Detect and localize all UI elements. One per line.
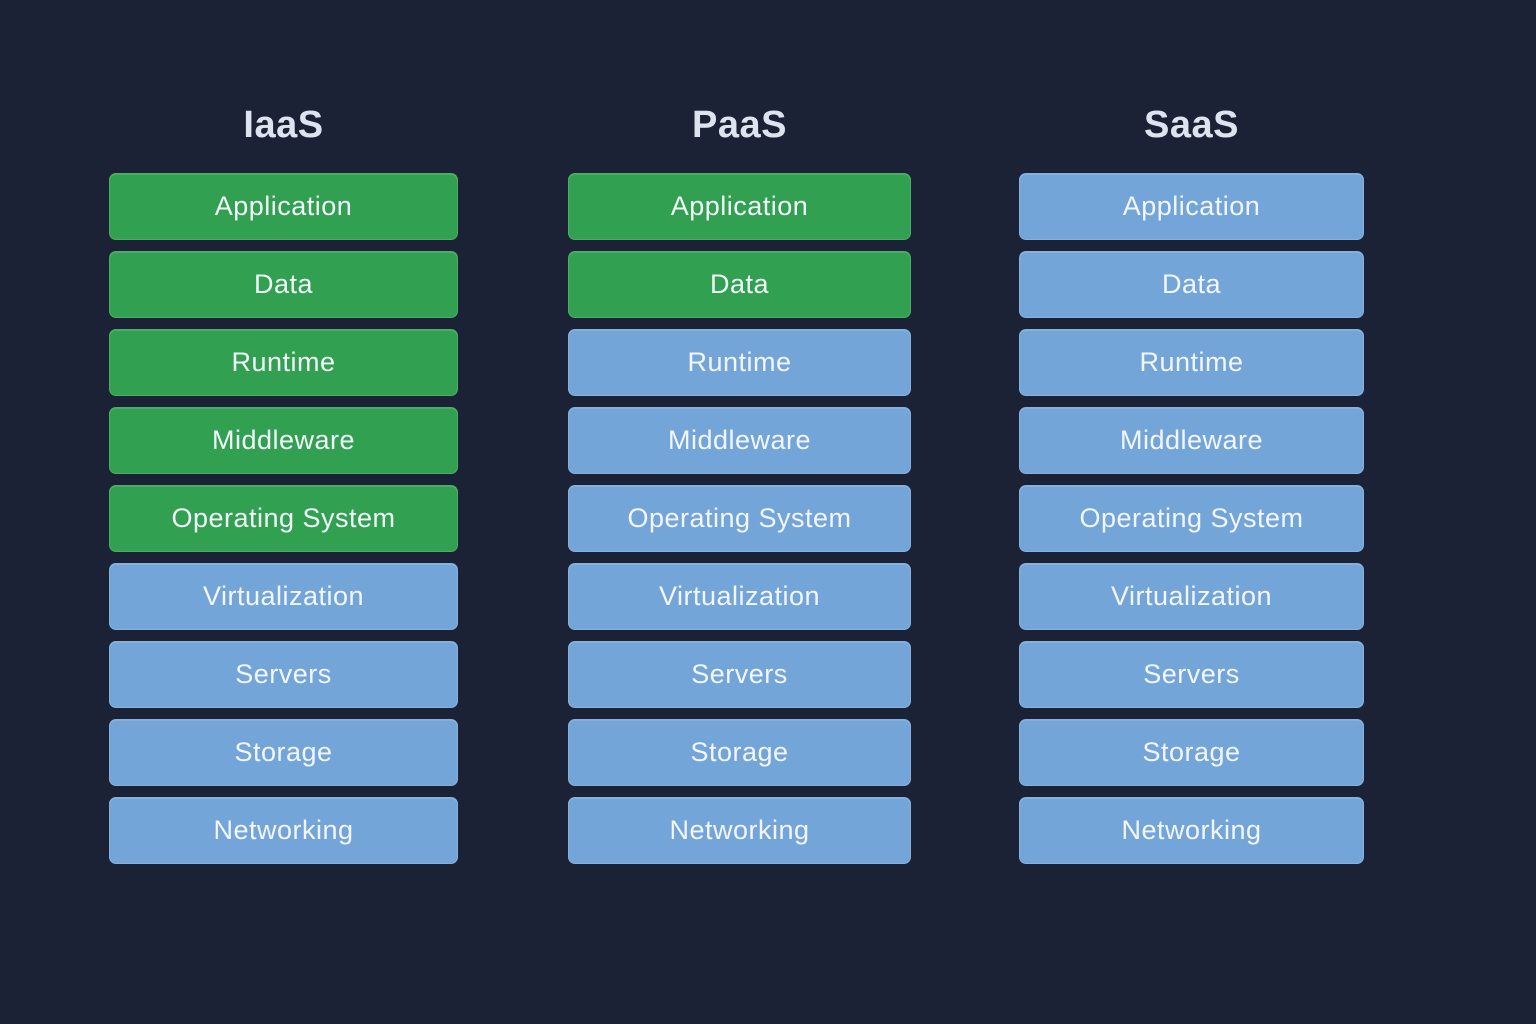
layer-virtualization: Virtualization bbox=[568, 563, 911, 630]
layer-storage: Storage bbox=[568, 719, 911, 786]
layer-virtualization: Virtualization bbox=[109, 563, 458, 630]
layer-virtualization: Virtualization bbox=[1019, 563, 1364, 630]
layer-networking: Networking bbox=[109, 797, 458, 864]
layer-servers: Servers bbox=[1019, 641, 1364, 708]
layer-middleware: Middleware bbox=[109, 407, 458, 474]
layer-storage: Storage bbox=[109, 719, 458, 786]
column-title-saas: SaaS bbox=[1144, 104, 1239, 146]
layer-networking: Networking bbox=[1019, 797, 1364, 864]
layer-operating-system: Operating System bbox=[109, 485, 458, 552]
column-title-paas: PaaS bbox=[692, 104, 787, 146]
layer-data: Data bbox=[568, 251, 911, 318]
column-title-iaas: IaaS bbox=[243, 104, 324, 146]
layer-networking: Networking bbox=[568, 797, 911, 864]
layer-operating-system: Operating System bbox=[1019, 485, 1364, 552]
layer-middleware: Middleware bbox=[1019, 407, 1364, 474]
layer-servers: Servers bbox=[568, 641, 911, 708]
layer-runtime: Runtime bbox=[568, 329, 911, 396]
layer-servers: Servers bbox=[109, 641, 458, 708]
layer-storage: Storage bbox=[1019, 719, 1364, 786]
column-saas: SaaS Application Data Runtime Middleware… bbox=[1019, 98, 1364, 875]
layer-data: Data bbox=[109, 251, 458, 318]
layer-data: Data bbox=[1019, 251, 1364, 318]
column-iaas: IaaS Application Data Runtime Middleware… bbox=[109, 98, 458, 875]
layer-runtime: Runtime bbox=[109, 329, 458, 396]
layer-application: Application bbox=[1019, 173, 1364, 240]
layer-application: Application bbox=[109, 173, 458, 240]
layer-operating-system: Operating System bbox=[568, 485, 911, 552]
layer-application: Application bbox=[568, 173, 911, 240]
layer-runtime: Runtime bbox=[1019, 329, 1364, 396]
layer-middleware: Middleware bbox=[568, 407, 911, 474]
column-paas: PaaS Application Data Runtime Middleware… bbox=[568, 98, 911, 875]
